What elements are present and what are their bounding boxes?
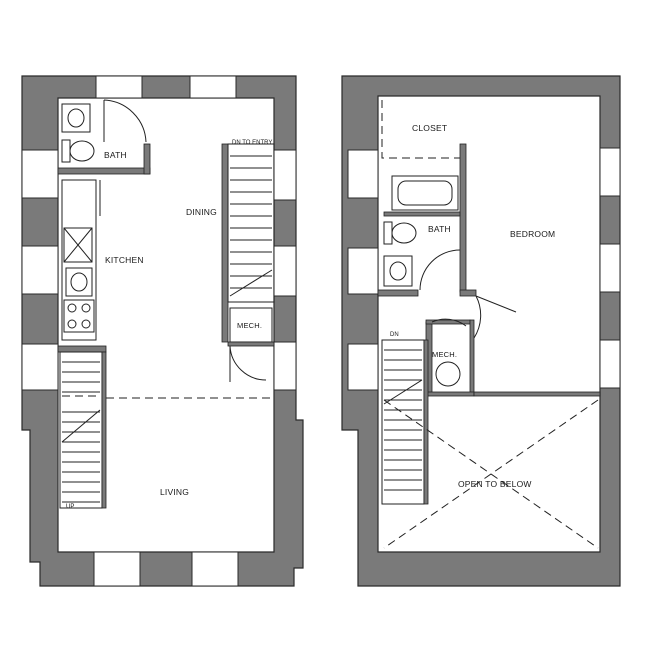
first-floor-bath-wall-right — [143, 143, 151, 175]
second-floor-closet — [381, 100, 460, 159]
second-floor-bedroom-door — [473, 295, 517, 339]
first-floor-mech-label: MECH. — [237, 321, 262, 330]
second-floor-stair-down — [381, 339, 429, 505]
first-floor-bath-toilet-tank — [61, 139, 71, 163]
second-floor-plan: CLOSET BATH BEDROOM MECH. OPEN TO BELOW … — [341, 75, 621, 587]
first-floor-window-right-3 — [273, 341, 297, 391]
second-floor-bath-door — [419, 249, 461, 291]
first-floor-window-top-2 — [189, 75, 237, 99]
first-floor-bath-label: BATH — [104, 150, 127, 160]
first-floor-stair-wall — [57, 345, 107, 353]
first-floor-mech-door — [229, 345, 267, 382]
second-floor-mech-unit — [435, 361, 461, 387]
second-floor-window-right-3 — [599, 339, 621, 389]
second-floor-bath-label: BATH — [428, 224, 451, 234]
first-floor-dining-label: DINING — [186, 207, 217, 217]
first-floor-bath-wall-bottom — [57, 167, 151, 175]
second-floor-stair-down-note: DN — [390, 332, 399, 338]
second-floor-exterior-wall — [341, 75, 621, 587]
first-floor-kitchen-counter — [61, 179, 97, 341]
first-floor-stair-up — [59, 351, 107, 509]
second-floor-mech-label: MECH. — [432, 350, 457, 359]
second-floor-bath-toilet-bowl — [391, 222, 417, 244]
first-floor-kitchen-range — [63, 299, 95, 333]
first-floor-living-label: LIVING — [160, 487, 189, 497]
first-floor-stair-down — [221, 143, 275, 343]
second-floor-bath-toilet-tank — [383, 221, 393, 245]
first-floor-plan: BATH DINING KITCHEN MECH. LIVING DN TO E… — [21, 75, 304, 587]
first-floor-window-left-1 — [21, 149, 59, 199]
second-floor-open-to-below-x — [383, 399, 599, 549]
second-floor-window-left-2 — [347, 247, 379, 295]
first-floor-window-left-2 — [21, 245, 59, 295]
first-floor-bath-sink-basin — [67, 108, 85, 128]
first-floor-window-bottom-2 — [191, 551, 239, 587]
first-floor-window-bottom-1 — [93, 551, 141, 587]
first-floor-bath-door — [103, 99, 147, 143]
first-floor-window-left-3 — [21, 343, 59, 391]
first-floor-window-top-1 — [95, 75, 143, 99]
first-floor-window-right-1 — [273, 149, 297, 201]
second-floor-window-left-3 — [347, 343, 379, 391]
first-floor-stair-down-note: DN TO ENTRY — [232, 140, 272, 146]
first-floor-window-right-2 — [273, 245, 297, 297]
first-floor-stair-up-note: UP — [66, 504, 74, 510]
second-floor-closet-label: CLOSET — [412, 123, 447, 133]
second-floor-open-to-below-label: OPEN TO BELOW — [458, 479, 532, 489]
first-floor-kitchen-label: KITCHEN — [105, 255, 144, 265]
second-floor-mech-door — [431, 318, 467, 327]
second-floor-bedroom-label: BEDROOM — [510, 229, 555, 239]
second-floor-window-right-2 — [599, 243, 621, 293]
second-floor-window-right-1 — [599, 147, 621, 197]
second-floor-window-left-1 — [347, 149, 379, 199]
first-floor-bath-toilet-bowl — [69, 140, 95, 162]
